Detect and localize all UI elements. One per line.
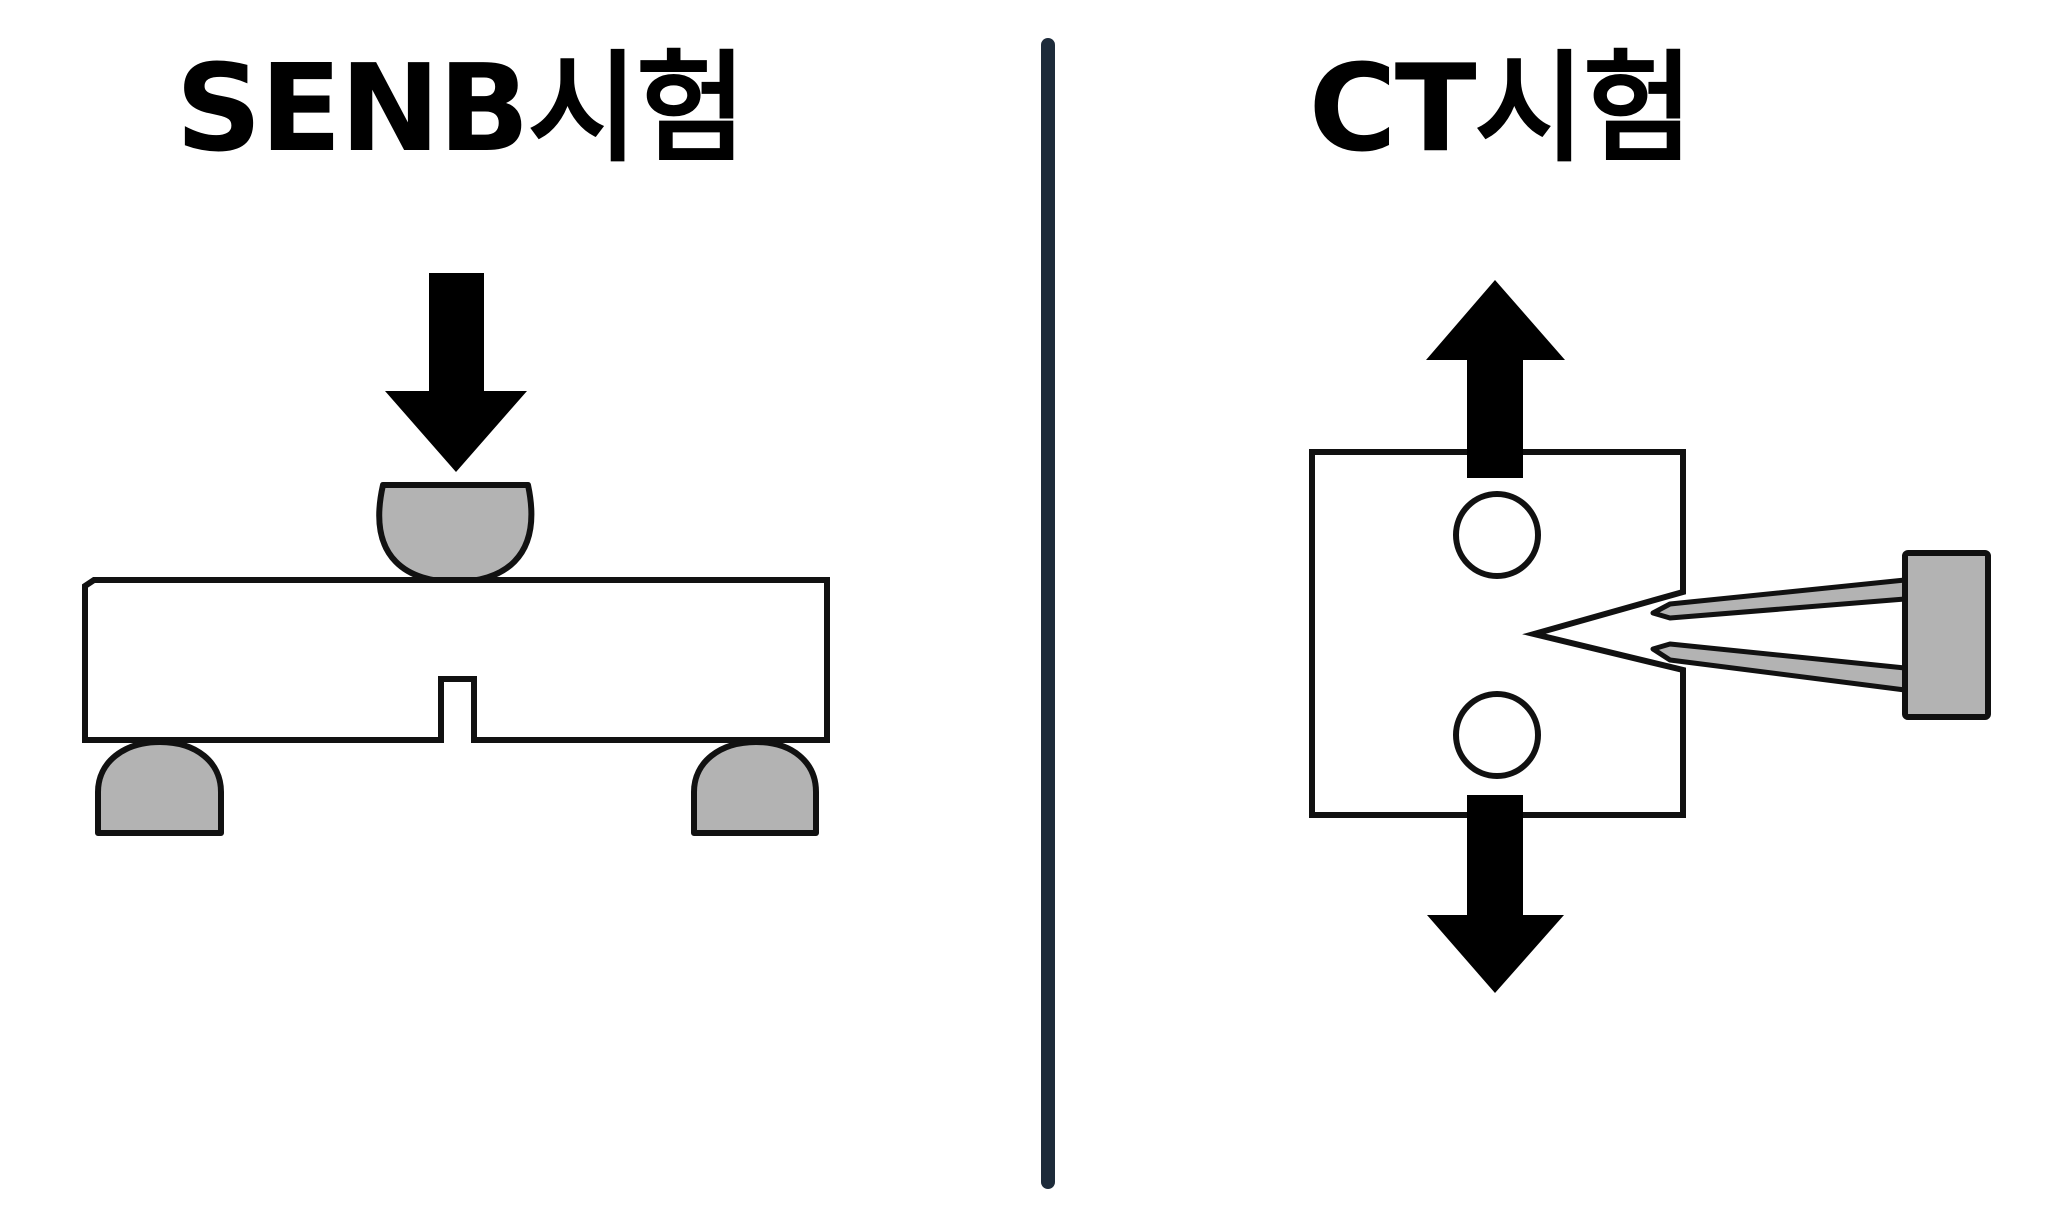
ct-upper-pin-hole xyxy=(1453,491,1541,579)
senb-left-support xyxy=(95,739,224,836)
senb-diagram xyxy=(82,273,830,836)
senb-beam-specimen xyxy=(82,577,830,743)
ct-upper-arrow-shaft xyxy=(1467,440,1523,478)
senb-right-support xyxy=(691,739,819,836)
ct-specimen xyxy=(1309,449,1686,818)
ct-lower-pin-hole xyxy=(1453,691,1541,779)
senb-loading-pin xyxy=(376,482,535,585)
ct-test-title: CT시험 xyxy=(1308,40,1694,179)
ct-clip-gauge-lower-arm xyxy=(1650,641,1908,693)
ct-clip-gauge-upper-arm xyxy=(1650,577,1908,621)
ct-load-arrow-down xyxy=(1427,795,1564,993)
senb-test-title: SENB시험 xyxy=(175,40,746,179)
ct-diagram xyxy=(1309,280,1991,993)
ct-load-arrow-up xyxy=(1426,280,1565,478)
senb-load-arrow-down xyxy=(385,273,527,472)
ct-clip-gauge-body xyxy=(1902,550,1991,720)
